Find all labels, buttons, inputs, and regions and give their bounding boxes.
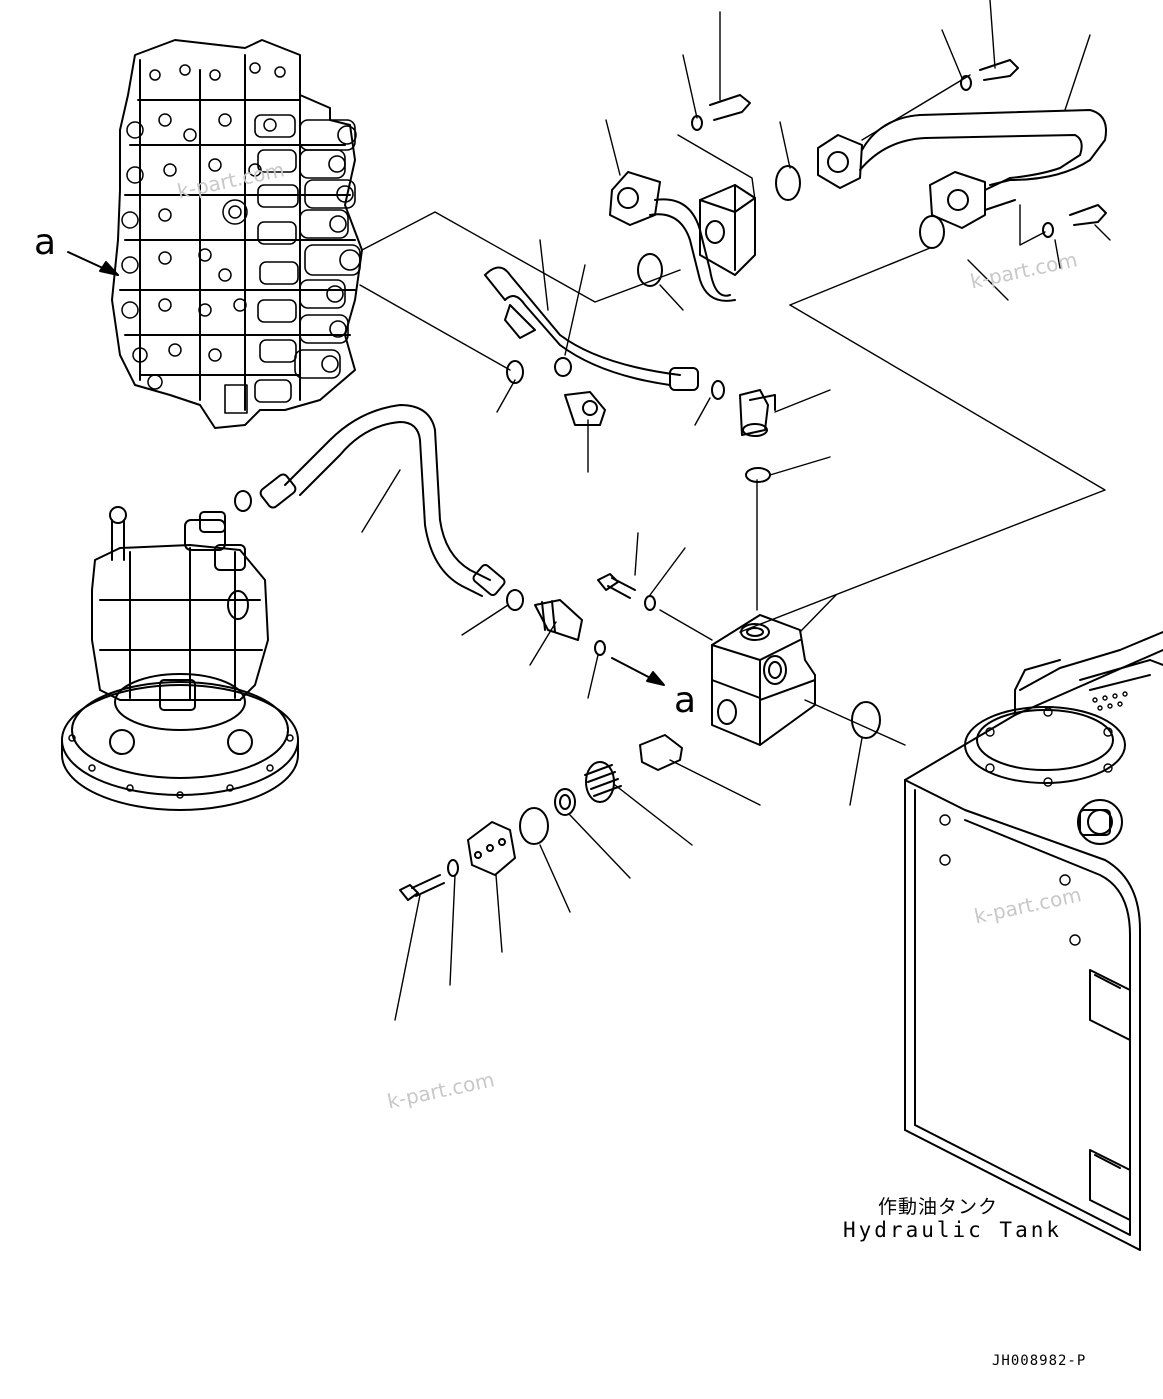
spring — [584, 761, 622, 803]
tank-label-english: Hydraulic Tank — [843, 1218, 1063, 1242]
elbow-fitting-left — [564, 391, 606, 426]
pipe-assembly-top — [609, 171, 756, 302]
pipe-assembly-right — [817, 109, 1107, 229]
swing-motor — [61, 506, 299, 811]
view-arrow-mid — [611, 657, 665, 686]
hose-assembly-center — [484, 266, 699, 391]
bolt-bottom — [399, 874, 445, 901]
bolt-center — [597, 573, 636, 599]
straight-connector — [534, 599, 583, 641]
plug — [639, 734, 683, 771]
bolts-top — [709, 59, 1107, 226]
drawing-code: JH008982-P — [992, 1353, 1087, 1369]
view-arrow-top — [67, 251, 119, 276]
cover-plate — [467, 821, 516, 876]
hydraulic-tank — [904, 631, 1163, 1251]
view-label-a-top: a — [34, 222, 57, 263]
o-rings — [234, 165, 945, 845]
control-valve — [111, 39, 363, 429]
view-label-a-mid: a — [674, 680, 697, 721]
washers — [447, 75, 1054, 877]
tank-label-japanese: 作動油タンク — [878, 1196, 999, 1218]
valve-block — [711, 614, 816, 746]
leader-lines — [359, 0, 1111, 1021]
elbow-fitting-right — [739, 389, 776, 437]
hose-assembly-left — [259, 404, 506, 597]
